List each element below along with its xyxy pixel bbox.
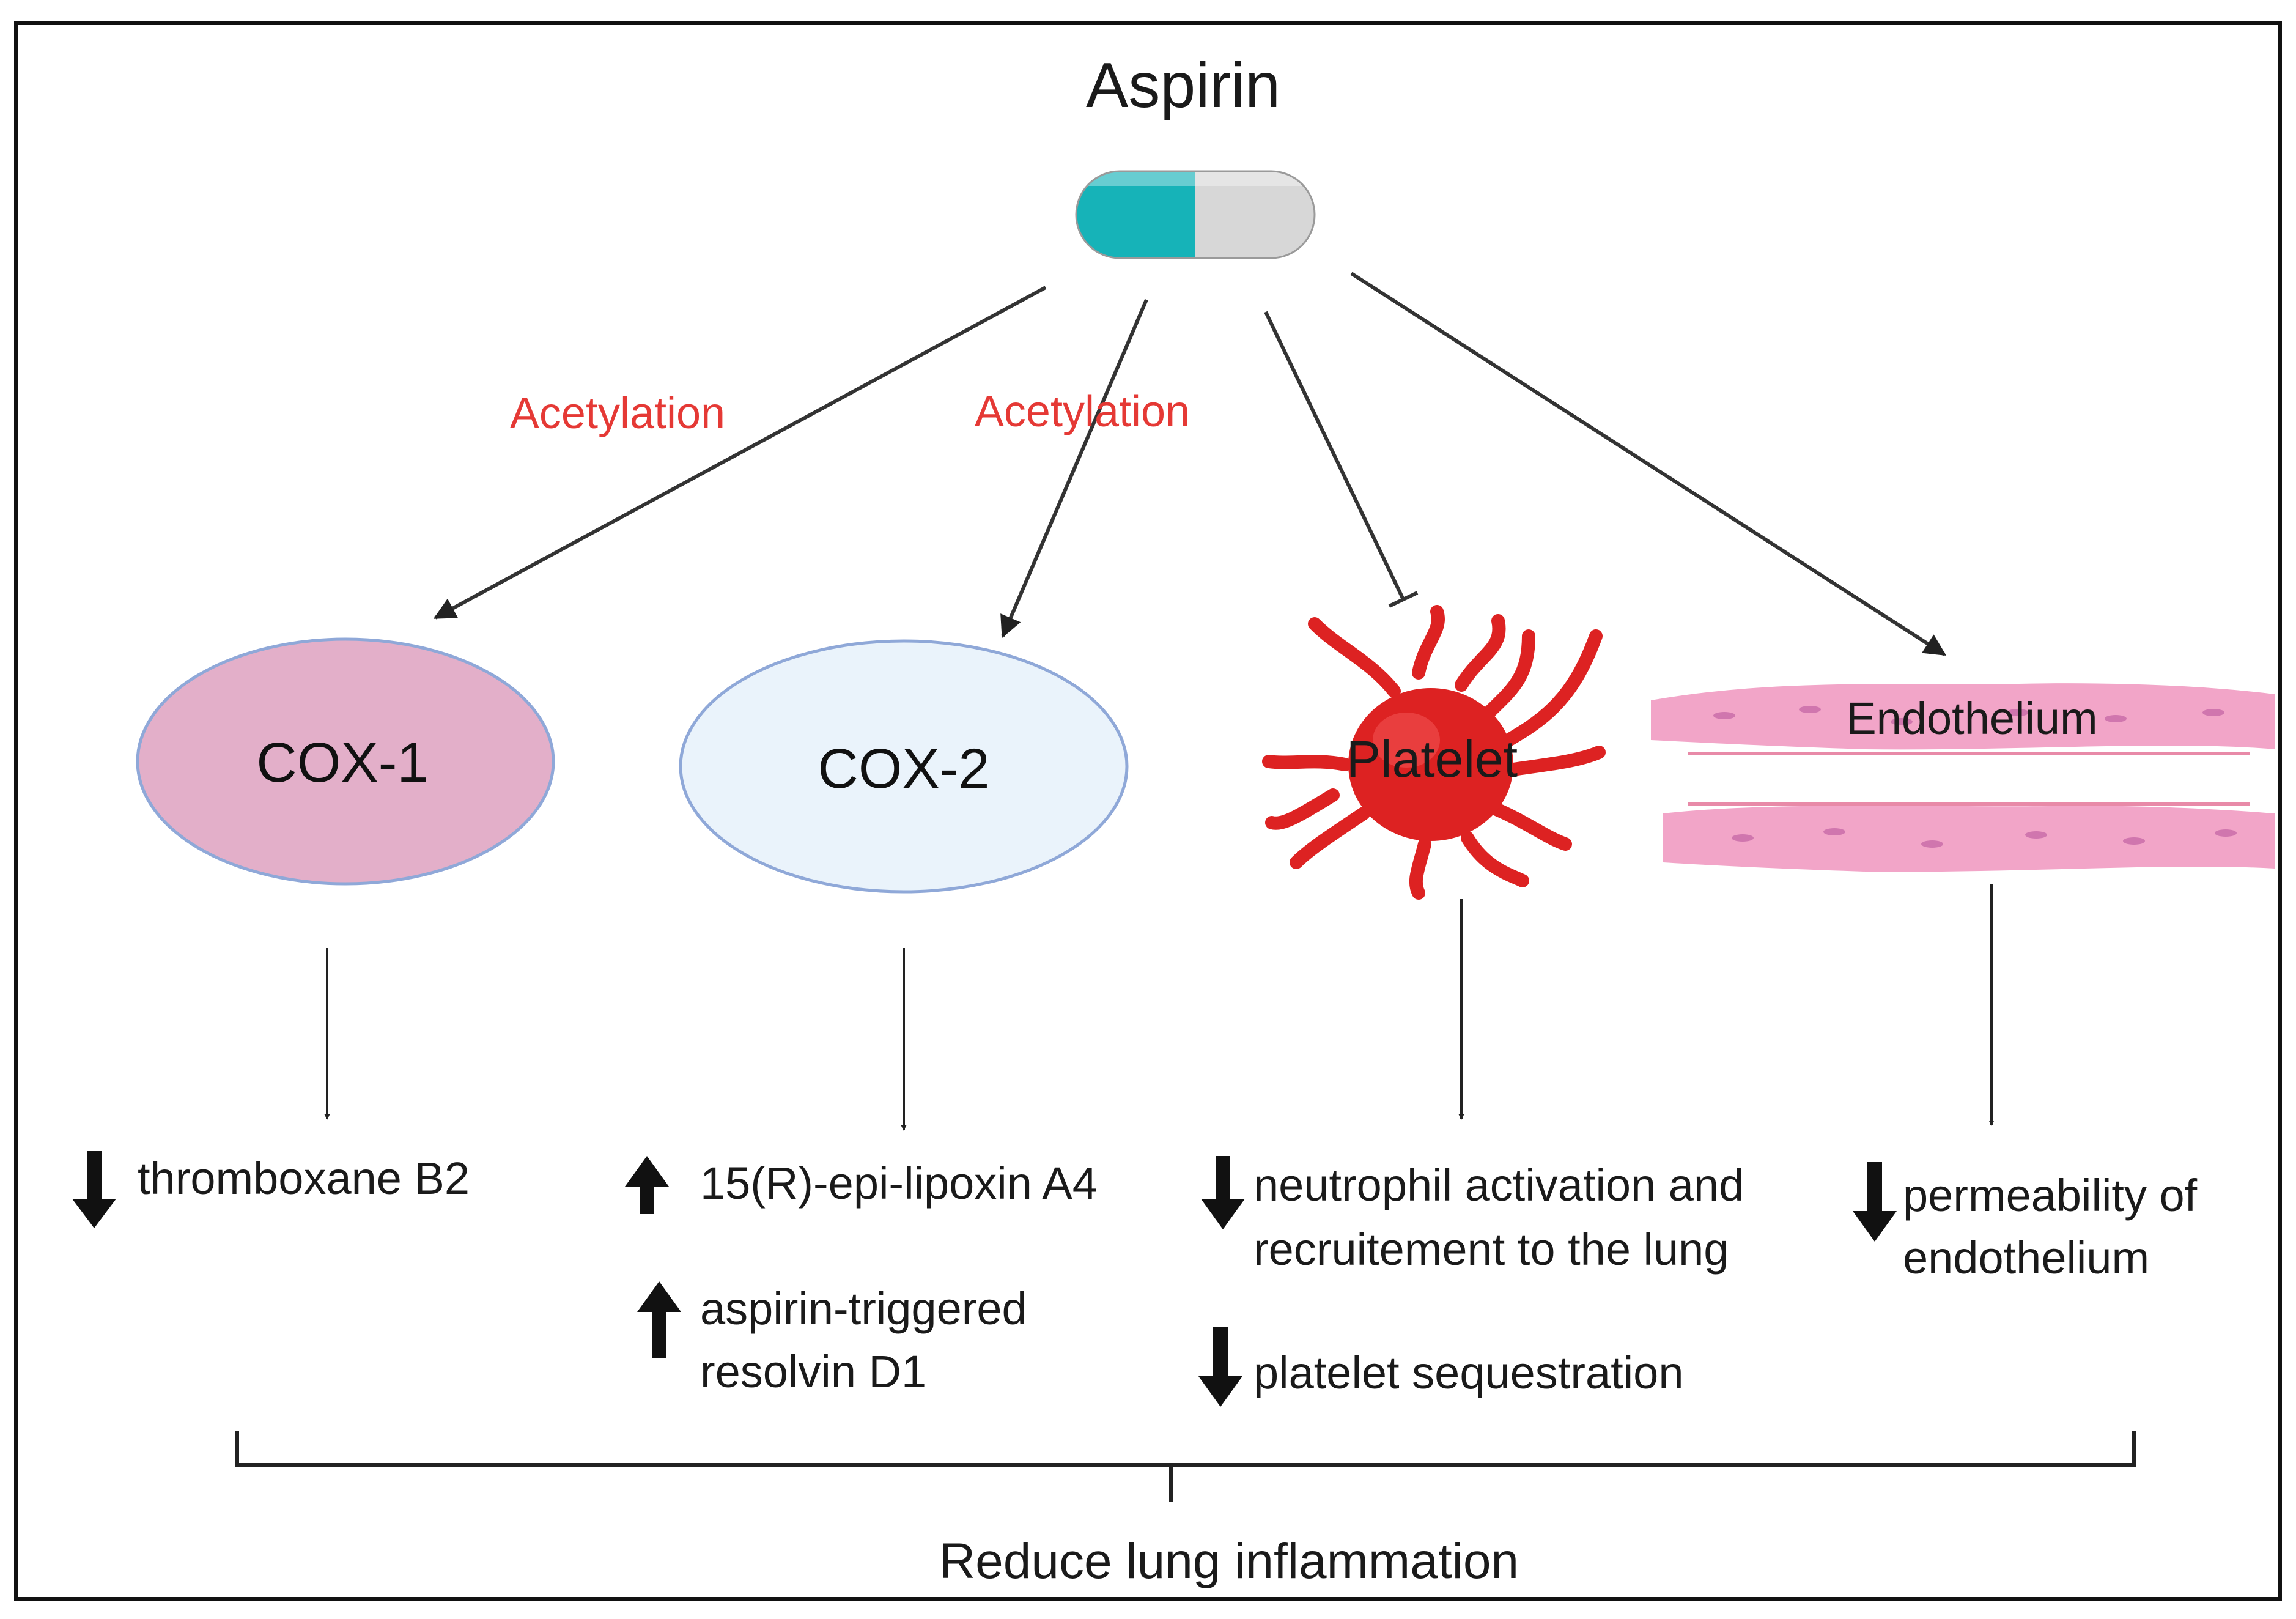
endothelium-label: Endothelium [1846, 693, 2097, 744]
frame-border [14, 21, 2282, 1601]
platelet-label: Platelet [1346, 730, 1518, 788]
down-arrow-icon [72, 1151, 116, 1228]
up-arrow-icon [625, 1156, 669, 1214]
effect-platelet-sequestration: platelet sequestration [1198, 1327, 1683, 1407]
down-arrow-icon [1853, 1162, 1897, 1242]
effect-endothelium-permeability: permeability of endothelium [1853, 1162, 2198, 1283]
svg-text:thromboxane B2: thromboxane B2 [138, 1153, 470, 1204]
down-arrow-icon [1198, 1327, 1242, 1407]
effect-line: 15(R)-epi-lipoxin A4 [700, 1158, 1098, 1209]
effect-line: endothelium [1903, 1232, 2149, 1283]
title-aspirin: Aspirin [1086, 50, 1280, 121]
mechanism-label-cox2: Acetylation [975, 387, 1190, 436]
cox2-label: COX-2 [818, 738, 989, 800]
down-arrow-icon [1201, 1156, 1245, 1229]
effect-line: resolvin D1 [700, 1346, 926, 1397]
svg-text:permeability of: permeability of [1903, 1170, 2198, 1221]
svg-text:recruitement to the lung: recruitement to the lung [1253, 1224, 1729, 1275]
effect-line: thromboxane B2 [138, 1153, 470, 1204]
outcome-label: Reduce lung inflammation [939, 1533, 1519, 1589]
effect-line: platelet sequestration [1253, 1347, 1683, 1398]
svg-text:15(R)-epi-lipoxin A4: 15(R)-epi-lipoxin A4 [700, 1158, 1098, 1209]
effect-line: neutrophil activation and [1253, 1160, 1744, 1210]
cox1-label: COX-1 [256, 732, 428, 794]
effect-line: recruitement to the lung [1253, 1224, 1729, 1275]
arrow-to-endothelium [1350, 272, 1947, 656]
up-arrow-icon [637, 1281, 681, 1358]
arrow-to-cox1 [433, 286, 1047, 620]
effect-line: permeability of [1903, 1170, 2198, 1221]
svg-text:neutrophil activation and: neutrophil activation and [1253, 1160, 1744, 1210]
cox1-node [136, 637, 555, 886]
outcome-bracket [235, 1431, 2136, 1467]
svg-text:resolvin D1: resolvin D1 [700, 1346, 926, 1397]
effect-cox2-lipoxin: 15(R)-epi-lipoxin A4 [625, 1156, 1098, 1214]
effect-cox2-resolvin: aspirin-triggered resolvin D1 [637, 1281, 1027, 1397]
effect-line: aspirin-triggered [700, 1283, 1027, 1334]
endothelium-icon [1651, 683, 2275, 872]
inhibit-bar-icon [1388, 591, 1419, 608]
cox2-node [679, 639, 1129, 894]
svg-text:platelet sequestration: platelet sequestration [1253, 1347, 1683, 1398]
mechanism-label-cox1: Acetylation [510, 389, 725, 438]
arrow-to-cox2 [1000, 298, 1148, 639]
inhibit-to-platelet [1264, 311, 1405, 601]
effect-platelet-neutrophil: neutrophil activation and recruitement t… [1201, 1156, 1744, 1275]
svg-text:endothelium: endothelium [1903, 1232, 2149, 1283]
aspirin-pill-icon [1075, 170, 1316, 259]
platelet-icon [1262, 605, 1606, 900]
effect-cox1-thromboxane: thromboxane B2 [72, 1151, 470, 1228]
svg-text:aspirin-triggered: aspirin-triggered [700, 1283, 1027, 1334]
